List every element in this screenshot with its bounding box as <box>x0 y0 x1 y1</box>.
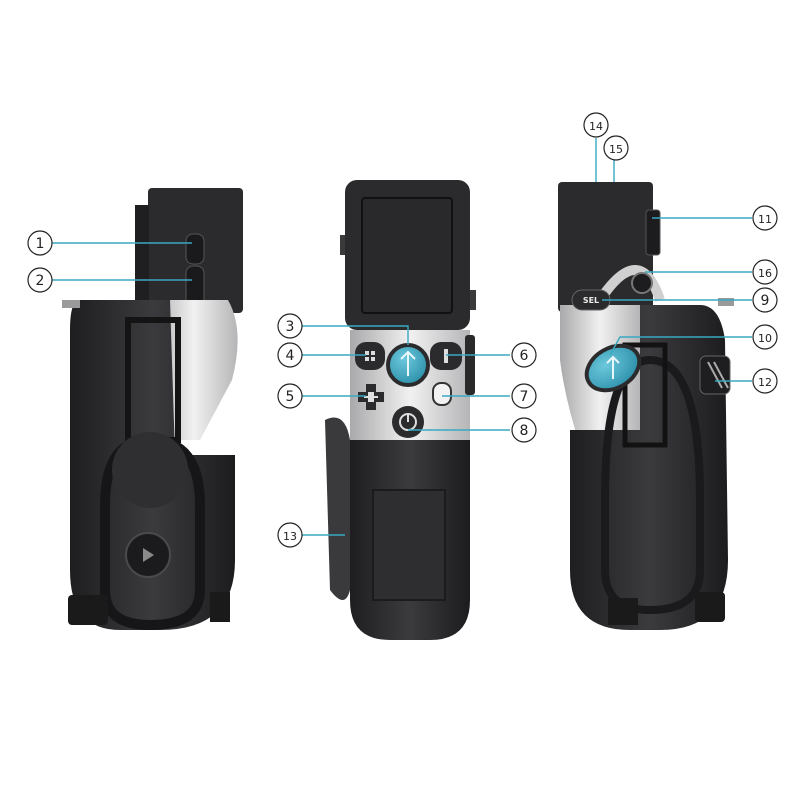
callout-11-number: 11 <box>758 213 772 226</box>
callout-8-number: 8 <box>520 423 529 439</box>
callout-4-number: 4 <box>286 348 295 364</box>
callout-11: 11 <box>752 205 778 231</box>
callout-16: 16 <box>752 259 778 285</box>
belt-clip <box>325 417 350 600</box>
screen-side-button-left <box>340 235 345 255</box>
sel-button-label: SEL <box>583 296 599 305</box>
lock-knob-grip-icon <box>707 361 729 389</box>
callout-12: 12 <box>752 368 778 394</box>
left-knob-arrow-icon <box>143 548 154 562</box>
right-inner-frame <box>622 342 668 448</box>
up-arrow-icon <box>400 350 416 376</box>
callout-14-number: 14 <box>589 120 603 133</box>
callout-2-number: 2 <box>36 273 45 289</box>
callout-10-number: 10 <box>758 332 772 345</box>
menu-button[interactable] <box>355 342 385 370</box>
callout-markers: 1 2 3 4 5 6 7 8 <box>27 112 778 548</box>
callout-9: 9 <box>752 287 778 313</box>
center-front-view <box>325 180 476 640</box>
record-button[interactable] <box>432 382 452 406</box>
callout-1: 1 <box>27 230 53 256</box>
callout-2: 2 <box>27 267 53 293</box>
callout-9-number: 9 <box>761 293 770 309</box>
callout-15-number: 15 <box>609 143 623 156</box>
right-up-arrow-icon <box>606 355 620 379</box>
center-recess <box>372 489 446 601</box>
right-silver-arc <box>595 265 665 303</box>
callout-8: 8 <box>511 417 537 443</box>
left-clip-hole <box>112 432 188 508</box>
callout-1-number: 1 <box>36 236 45 252</box>
callout-7-number: 7 <box>520 389 529 405</box>
right-main-body <box>570 305 728 630</box>
grid-icon <box>365 351 375 361</box>
plus-icon <box>364 392 378 402</box>
callout-12-number: 12 <box>758 376 772 389</box>
center-right-bracket <box>465 335 475 395</box>
right-top-housing <box>558 182 653 312</box>
right-foot <box>608 598 638 625</box>
left-edge-strip <box>135 205 149 300</box>
callout-14: 14 <box>583 112 609 138</box>
left-foot-right <box>210 592 230 622</box>
right-pin <box>718 298 734 306</box>
callout-13: 13 <box>277 522 303 548</box>
right-foot-right <box>695 592 725 622</box>
callout-4: 4 <box>277 342 303 368</box>
left-pin <box>62 300 80 308</box>
callout-16-number: 16 <box>758 267 772 280</box>
right-small-knob[interactable] <box>631 272 653 294</box>
callout-6-number: 6 <box>520 348 529 364</box>
callout-7: 7 <box>511 383 537 409</box>
callout-5: 5 <box>277 383 303 409</box>
right-side-view: SEL <box>558 182 734 630</box>
display-screen <box>361 197 453 314</box>
callout-line-3 <box>302 325 409 345</box>
left-foot <box>68 595 108 625</box>
screen-side-button <box>470 290 476 310</box>
callout-15: 15 <box>603 135 629 161</box>
left-side-view <box>62 188 243 631</box>
callout-6: 6 <box>511 342 537 368</box>
callout-10: 10 <box>752 324 778 350</box>
callout-lines <box>52 138 752 536</box>
bar-icon <box>444 349 448 363</box>
callout-5-number: 5 <box>286 389 295 405</box>
callout-13-number: 13 <box>283 530 297 543</box>
right-side-port <box>645 209 661 256</box>
left-button-upper <box>185 233 205 265</box>
callout-3-number: 3 <box>286 319 295 335</box>
callout-3: 3 <box>277 313 303 339</box>
callout-line-10 <box>609 336 752 356</box>
